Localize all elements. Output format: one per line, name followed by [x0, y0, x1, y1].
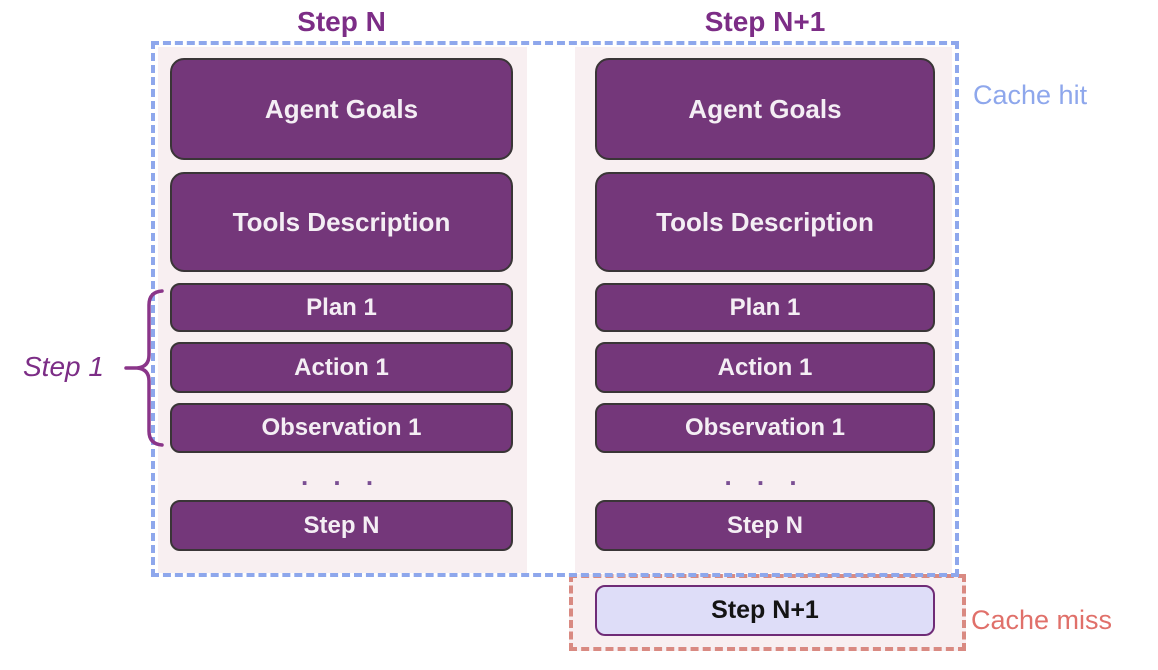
box-observation-1: Observation 1 — [595, 403, 935, 453]
column-title-step-n: Step N — [297, 6, 386, 37]
cache-miss-label: Cache miss — [971, 605, 1113, 635]
step-1-group-label: Step 1 — [23, 351, 104, 382]
column-title-step-n-plus-1: Step N+1 — [704, 6, 826, 37]
cache-hit-region — [151, 41, 959, 577]
box-tools-description: Tools Description — [595, 172, 935, 272]
cache-hit-label: Cache hit — [973, 80, 1088, 110]
box-plan-1: Plan 1 — [170, 283, 513, 332]
ellipsis-left: . . . — [300, 461, 383, 491]
box-observation-1: Observation 1 — [170, 403, 513, 453]
ellipsis-right: . . . — [724, 461, 806, 491]
brace-icon — [124, 289, 164, 447]
box-step-n: Step N — [595, 500, 935, 551]
box-tools-description: Tools Description — [170, 172, 513, 272]
box-step-n-plus-1: Step N+1 — [595, 585, 935, 636]
box-plan-1: Plan 1 — [595, 283, 935, 332]
box-agent-goals: Agent Goals — [170, 58, 513, 160]
box-agent-goals: Agent Goals — [595, 58, 935, 160]
box-action-1: Action 1 — [595, 342, 935, 393]
box-action-1: Action 1 — [170, 342, 513, 393]
box-step-n: Step N — [170, 500, 513, 551]
